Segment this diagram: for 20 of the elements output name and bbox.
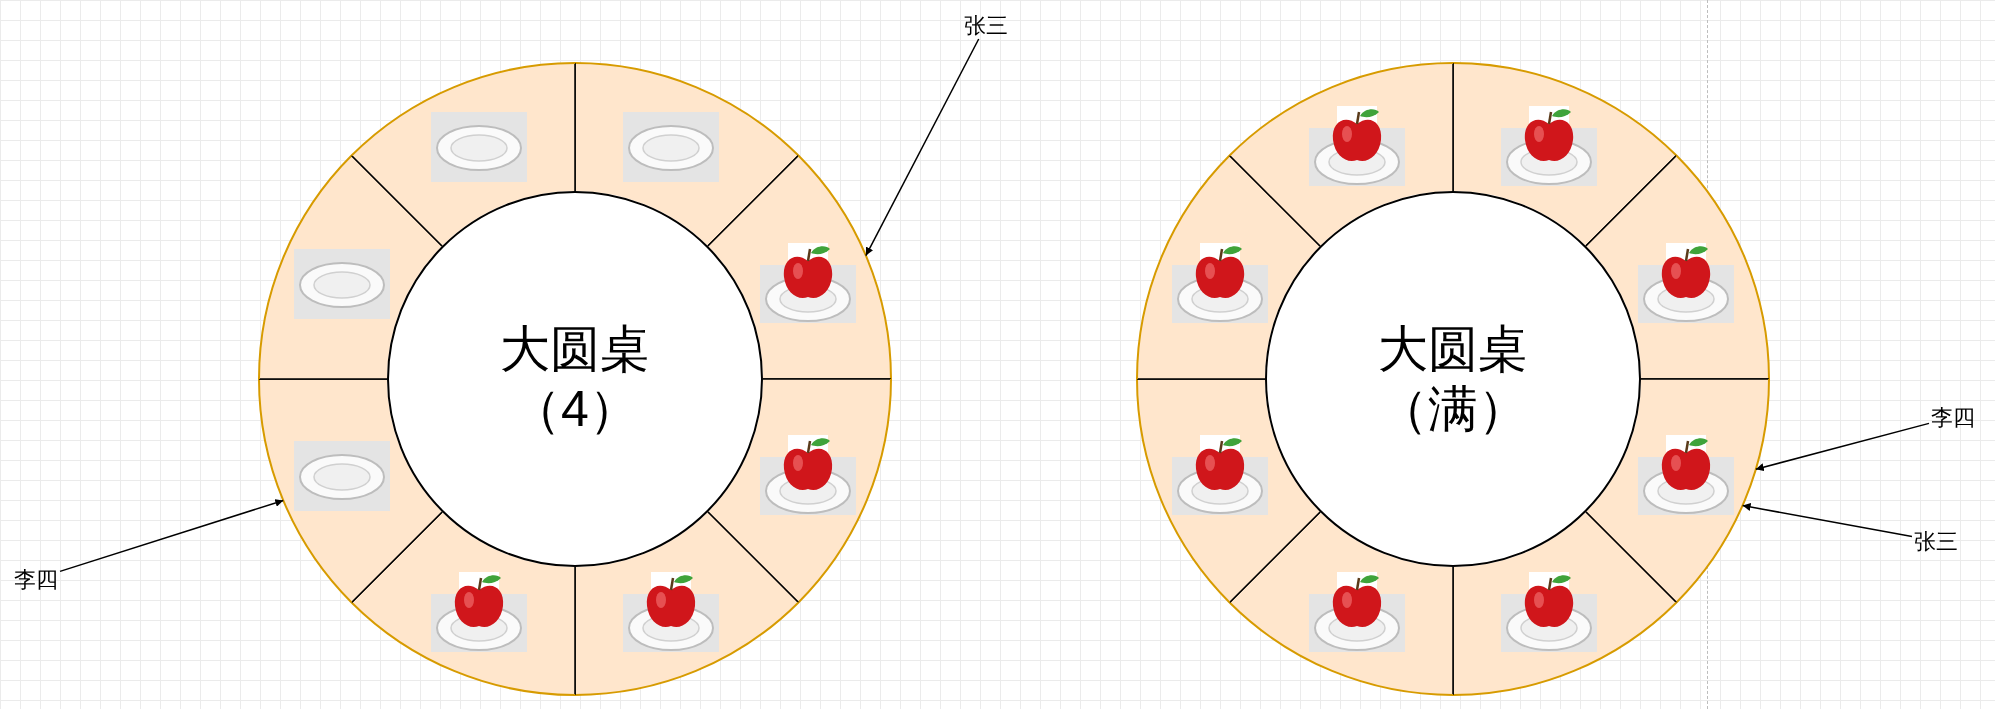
arrow — [865, 38, 980, 257]
table-title: 大圆桌 — [1378, 320, 1528, 379]
arrow — [1741, 503, 1913, 538]
seat-sector — [1137, 379, 1321, 603]
arrow — [59, 499, 284, 573]
seat-sector — [351, 63, 575, 247]
seat-sector — [1229, 63, 1453, 247]
table-status: （满） — [1378, 380, 1528, 439]
seat-sector — [1585, 155, 1769, 379]
person-label: 李四 — [1929, 403, 1977, 431]
seat-sector — [575, 511, 799, 695]
table-status: （4） — [511, 380, 639, 439]
arrow — [1755, 422, 1930, 472]
seat-sector — [707, 155, 891, 379]
person-label: 张三 — [962, 11, 1010, 39]
table-title: 大圆桌 — [500, 320, 650, 379]
person-label: 李四 — [12, 565, 60, 593]
seat-sector — [1453, 511, 1677, 695]
seat-sector — [259, 379, 443, 603]
person-label: 张三 — [1912, 527, 1960, 555]
